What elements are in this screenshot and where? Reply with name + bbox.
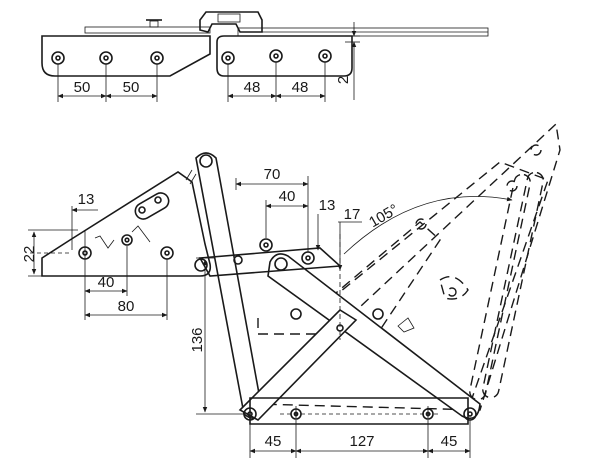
dim-40-top: 40 (279, 188, 296, 205)
side-lower-link (267, 253, 481, 420)
dim-70: 70 (264, 166, 281, 183)
dim-40-left: 40 (98, 274, 115, 291)
dim-127: 127 (349, 433, 374, 450)
dim-45-right: 45 (441, 433, 458, 450)
angle-arc (343, 196, 513, 255)
dim-105-deg: 105° (366, 201, 401, 231)
side-view: 105° (21, 122, 561, 458)
side-main-arm (195, 152, 263, 419)
dim-50-b: 50 (123, 79, 140, 96)
top-view: 50 50 48 48 2 (41, 11, 489, 102)
bracket-slot (134, 192, 170, 220)
dim-22: 22 (21, 246, 38, 263)
dim-45-left: 45 (265, 433, 282, 450)
dim-50-a: 50 (74, 79, 91, 96)
side-cross-bar (238, 308, 358, 421)
side-bottom-rail (249, 397, 469, 425)
top-screw (149, 20, 159, 28)
dim-13-left: 13 (78, 191, 95, 208)
top-left-rail (84, 26, 211, 34)
dim-48-b: 48 (292, 79, 309, 96)
top-left-plate (41, 35, 211, 77)
dim-48-a: 48 (244, 79, 261, 96)
side-left-bracket (41, 171, 212, 277)
dim-2: 2 (335, 76, 352, 84)
dim-80: 80 (118, 298, 135, 315)
top-center-clamp (199, 11, 263, 33)
dim-13-top: 13 (319, 197, 336, 214)
dim-17: 17 (344, 206, 361, 223)
top-holes (51, 49, 332, 65)
dim-136: 136 (189, 327, 206, 352)
top-right-plate (216, 35, 353, 77)
